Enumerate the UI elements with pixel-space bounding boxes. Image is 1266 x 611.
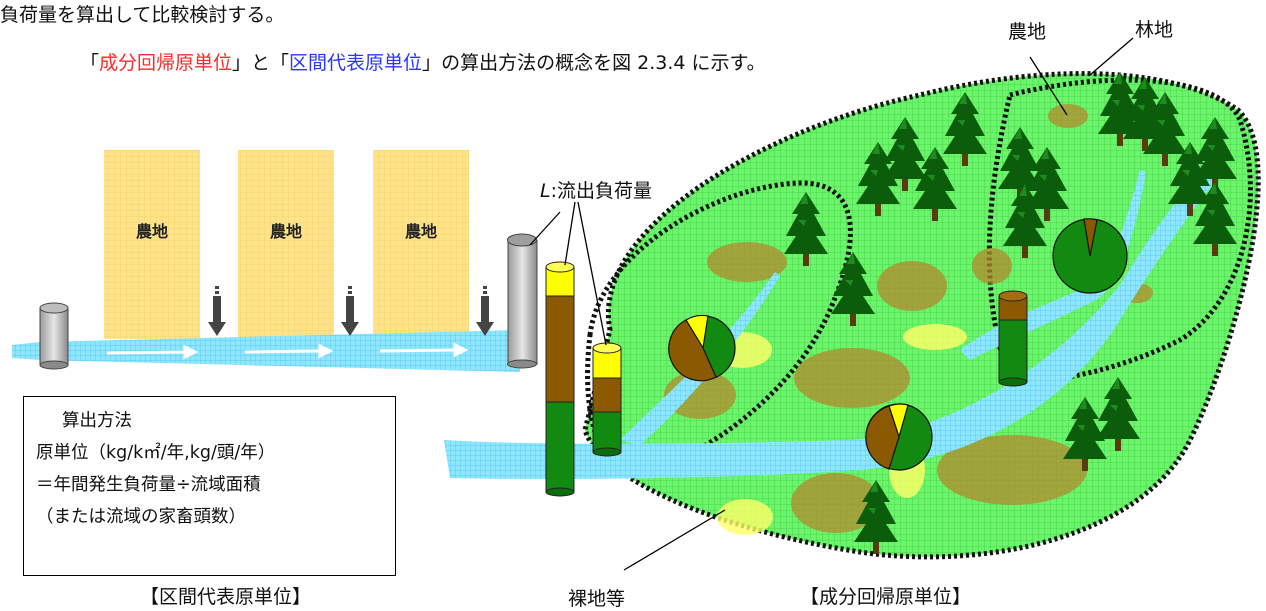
load-arrow-3 (476, 286, 494, 336)
pie-subbasin-mid (865, 403, 933, 471)
leader-forest (1089, 37, 1134, 76)
label-outflow-text: :流出負荷量 (550, 180, 652, 202)
label-farmland: 農地 (1008, 21, 1047, 43)
leader-bareland (623, 509, 726, 571)
method-title: 算出方法 (62, 411, 132, 431)
pie-subbasin-left (668, 314, 736, 382)
leader-outflow-1 (564, 201, 576, 266)
load-arrow-1 (208, 286, 226, 336)
tributary-left (620, 272, 780, 445)
method-line-3: （または流域の家畜頭数） (36, 507, 246, 527)
quote-mid: 」と「 (232, 52, 290, 74)
load-arrow-2 (341, 286, 359, 336)
outflow-load-cylinder-forest (998, 290, 1028, 387)
field-1 (104, 150, 200, 339)
monitoring-point-downstream (507, 233, 538, 369)
term-section-representative: 区間代表原単位 (289, 52, 423, 74)
caption-component-regression: 【成分回帰原単位】 (800, 586, 972, 608)
term-component-regression: 成分回帰原単位 (99, 52, 233, 74)
intro-line-2: 「成分回帰原単位」と「区間代表原単位」の算出方法の概念を図 2.3.4 に示す。 (80, 48, 766, 75)
field-2 (238, 150, 334, 339)
quote-open: 「 (80, 52, 100, 74)
field-3 (373, 150, 469, 339)
leader-left-cylinder (529, 211, 561, 246)
label-outflow-symbol: L (540, 180, 551, 202)
outflow-load-cylinder-main (545, 261, 575, 497)
leader-outflow-2 (577, 201, 607, 346)
label-outflow-load: L:流出負荷量 (540, 176, 652, 203)
intro-line-2-rest: 」の算出方法の概念を図 2.3.4 に示す。 (422, 52, 766, 74)
flow-arrows (106, 342, 469, 360)
method-line-2: ＝年間発生負荷量÷流域面積 (36, 475, 261, 495)
leader-farmland (1029, 56, 1068, 116)
field-label-3: 農地 (404, 222, 437, 241)
intro-line-1: 負荷量を算出して比較検討する。 (0, 4, 285, 26)
outflow-load-cylinder-sub (592, 342, 622, 457)
field-label-2: 農地 (269, 222, 302, 241)
main-river (444, 170, 1220, 480)
monitoring-point-upstream (39, 302, 69, 370)
method-line-1: 原単位（kg/k㎡/年,kg/頭/年） (36, 443, 276, 463)
field-label-1: 農地 (135, 222, 168, 241)
caption-section-representative: 【区間代表原単位】 (140, 586, 312, 608)
pie-forest (1052, 218, 1128, 294)
label-bareland: 裸地等 (568, 588, 626, 610)
sub-basin-left (585, 180, 853, 475)
calculation-method-box: 算出方法 原単位（kg/k㎡/年,kg/頭/年） ＝年間発生負荷量÷流域面積 （… (23, 396, 396, 576)
label-forest: 林地 (1135, 19, 1174, 41)
